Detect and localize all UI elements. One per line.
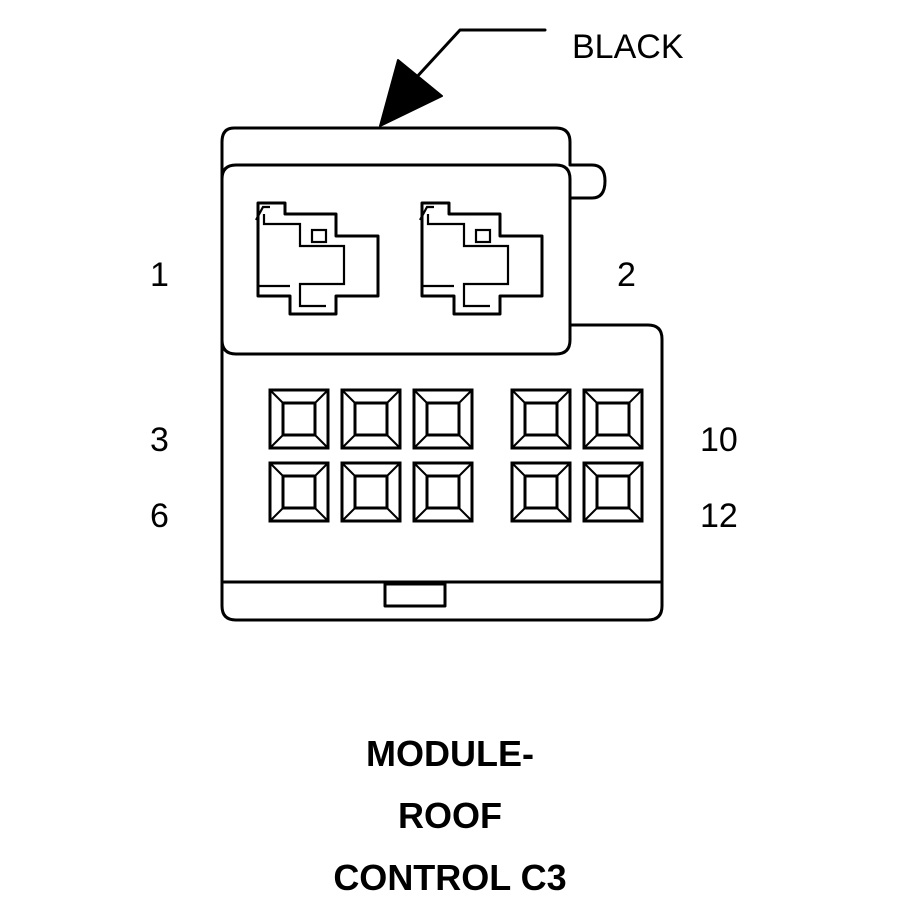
pin-label-2: 2 bbox=[617, 256, 636, 294]
terminal-cavity-small bbox=[510, 461, 572, 523]
pin-label-12: 12 bbox=[700, 497, 738, 535]
terminal-cavity-small bbox=[510, 388, 572, 450]
connector-title-line-1: MODULE- bbox=[366, 733, 534, 774]
wire-color-label: BLACK bbox=[572, 28, 684, 66]
connector-title-line-3: CONTROL C3 bbox=[333, 857, 567, 898]
terminal-cavity-small bbox=[412, 461, 474, 523]
terminal-cavity-2 bbox=[419, 201, 544, 316]
pin-label-1: 1 bbox=[150, 256, 169, 294]
terminal-cavity-1 bbox=[255, 201, 380, 316]
terminal-cavity-small bbox=[582, 461, 644, 523]
leader-arrow bbox=[379, 28, 547, 127]
terminal-cavity-small bbox=[268, 461, 330, 523]
terminal-cavity-small bbox=[268, 388, 330, 450]
connector-title-line-2: ROOF bbox=[398, 795, 502, 836]
terminal-cavity-small bbox=[412, 388, 474, 450]
pin-label-10: 10 bbox=[700, 421, 738, 459]
pin-label-3: 3 bbox=[150, 421, 169, 459]
connector-body bbox=[220, 126, 664, 622]
terminal-cavity-small bbox=[582, 388, 644, 450]
terminal-cavity-small bbox=[340, 461, 402, 523]
pin-label-6: 6 bbox=[150, 497, 169, 535]
terminal-cavity-small bbox=[340, 388, 402, 450]
small-terminal-grid bbox=[268, 388, 644, 523]
